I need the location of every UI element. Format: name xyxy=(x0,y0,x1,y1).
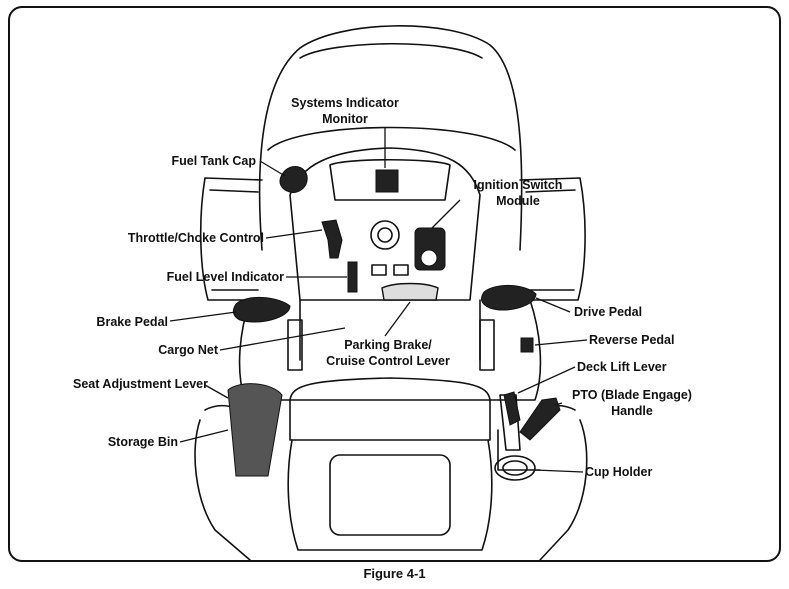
label-throttle-choke-control: Throttle/Choke Control xyxy=(127,231,264,245)
cup-holder-shape xyxy=(494,455,536,481)
leader-storage-bin xyxy=(179,429,229,443)
left-fender xyxy=(199,177,263,301)
figure-caption: Figure 4-1 xyxy=(363,566,426,581)
leader-drive-pedal xyxy=(535,297,571,313)
label-line: Systems Indicator xyxy=(291,96,399,110)
seat-back xyxy=(287,439,493,551)
leader-ignition-switch xyxy=(431,199,461,229)
label-line: Cruise Control Lever xyxy=(326,354,450,368)
label-storage-bin: Storage Bin xyxy=(107,435,178,449)
fuel-tank-cap-shape xyxy=(279,166,308,193)
leader-throttle xyxy=(265,229,323,239)
label-line: PTO (Blade Engage) xyxy=(572,388,692,402)
storage-bin-shape xyxy=(227,383,283,477)
leader-cargo-net xyxy=(219,327,346,351)
label-brake-pedal: Brake Pedal xyxy=(96,315,168,329)
dash-console xyxy=(289,147,481,301)
label-cargo-net: Cargo Net xyxy=(158,343,218,357)
label-ignition-switch-module: Ignition Switch Module xyxy=(458,177,578,209)
leader-fuel-tank-cap xyxy=(259,160,286,177)
label-line: Module xyxy=(496,194,540,208)
leader-reverse-pedal xyxy=(534,339,588,346)
leader-seat-adjustment xyxy=(204,384,229,399)
throttle-lever-shape xyxy=(321,219,343,259)
label-systems-indicator-monitor: Systems Indicator Monitor xyxy=(280,95,410,127)
figure-frame xyxy=(8,6,781,562)
label-deck-lift-lever: Deck Lift Lever xyxy=(577,360,667,374)
label-line: Ignition Switch xyxy=(473,178,563,192)
label-fuel-tank-cap: Fuel Tank Cap xyxy=(171,154,256,168)
pto-handle-shape xyxy=(519,397,561,441)
label-seat-adjustment-lever: Seat Adjustment Lever xyxy=(73,377,208,391)
label-line: Monitor xyxy=(322,112,368,126)
label-reverse-pedal: Reverse Pedal xyxy=(589,333,675,347)
hood xyxy=(258,25,523,251)
leader-brake-pedal xyxy=(169,311,237,322)
label-fuel-level-indicator: Fuel Level Indicator xyxy=(166,270,284,284)
systems-indicator-monitor-screen xyxy=(375,169,399,193)
label-cup-holder: Cup Holder xyxy=(585,465,653,479)
label-drive-pedal: Drive Pedal xyxy=(574,305,643,319)
brake-pedal-shape xyxy=(232,297,291,323)
operator-deck xyxy=(238,299,542,401)
label-parking-brake-cruise-control: Parking Brake/ Cruise Control Lever xyxy=(318,337,458,369)
leader-parking-brake xyxy=(384,301,411,337)
label-pto-handle: PTO (Blade Engage) Handle xyxy=(562,387,702,419)
leader-deck-lift xyxy=(517,366,576,394)
fuel-level-indicator-shape xyxy=(347,261,358,293)
right-fender xyxy=(519,177,586,301)
parking-brake-lever-shape xyxy=(381,282,439,301)
leader-cup-holder xyxy=(534,469,584,473)
label-line: Parking Brake/ xyxy=(344,338,432,352)
seat xyxy=(289,377,491,441)
label-line: Handle xyxy=(611,404,653,418)
deck-lift-lever-shape xyxy=(503,391,521,426)
leader-pto xyxy=(554,402,563,406)
reverse-pedal-shape xyxy=(520,337,534,353)
drive-pedal-shape xyxy=(481,285,537,311)
